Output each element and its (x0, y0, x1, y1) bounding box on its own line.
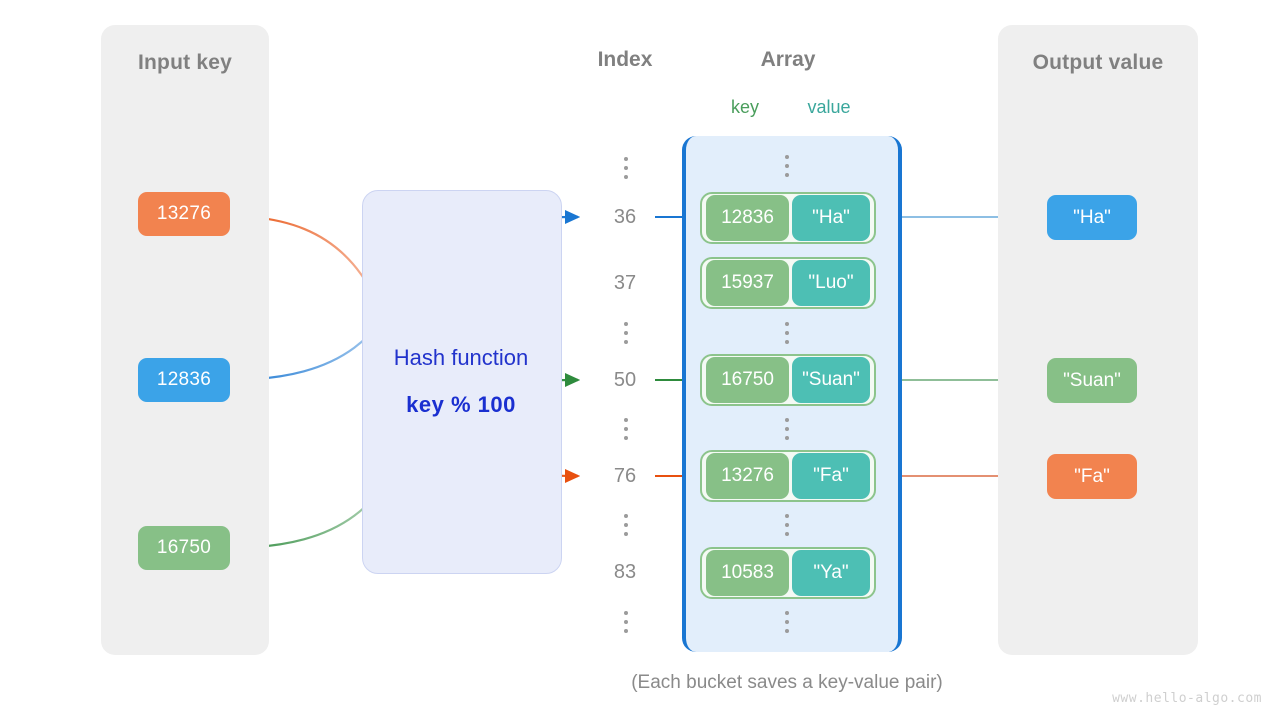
bucket-value-luo: "Luo" (792, 260, 870, 306)
input-key-chip-13276[interactable]: 13276 (138, 192, 230, 236)
input-key-chip-16750[interactable]: 16750 (138, 526, 230, 570)
bucket-key-15937: 15937 (706, 260, 789, 306)
array-value-header: value (807, 97, 851, 117)
index-column-title: Index (597, 48, 653, 71)
hash-function-label: Hash function (393, 345, 529, 370)
hash-function-box (362, 190, 562, 574)
bucket-index-76[interactable]: 13276 "Fa" (700, 450, 876, 502)
index-ellipsis-2 (614, 322, 638, 344)
index-ellipsis-3 (614, 418, 638, 440)
bucket-index-37[interactable]: 15937 "Luo" (700, 257, 876, 309)
index-ellipsis-4 (614, 514, 638, 536)
diagram-caption: (Each bucket saves a key-value pair) (631, 672, 943, 693)
input-key-chip-12836[interactable]: 12836 (138, 358, 230, 402)
array-ellipsis-bottom (775, 611, 799, 633)
output-chip-fa[interactable]: "Fa" (1047, 454, 1137, 499)
array-ellipsis-3 (775, 418, 799, 440)
bucket-key-16750: 16750 (706, 357, 789, 403)
bucket-key-12836: 12836 (706, 195, 789, 241)
output-chip-suan[interactable]: "Suan" (1047, 358, 1137, 403)
bucket-value-ya: "Ya" (792, 550, 870, 596)
array-ellipsis-top (775, 155, 799, 177)
bucket-index-50[interactable]: 16750 "Suan" (700, 354, 876, 406)
array-column-title: Array (760, 48, 816, 71)
bucket-index-36[interactable]: 12836 "Ha" (700, 192, 876, 244)
array-ellipsis-2 (775, 322, 799, 344)
bucket-value-fa: "Fa" (792, 453, 870, 499)
input-panel-title: Input key (138, 51, 232, 74)
output-value-panel: Output value (998, 25, 1198, 655)
bucket-key-10583: 10583 (706, 550, 789, 596)
index-ellipsis-top (614, 157, 638, 179)
bucket-value-suan: "Suan" (792, 357, 870, 403)
index-label-36: 36 (613, 206, 637, 228)
output-panel-title: Output value (1032, 51, 1164, 74)
watermark: www.hello-algo.com (1112, 691, 1262, 706)
index-label-76: 76 (613, 465, 637, 487)
index-ellipsis-bottom (614, 611, 638, 633)
output-chip-ha[interactable]: "Ha" (1047, 195, 1137, 240)
array-ellipsis-4 (775, 514, 799, 536)
index-label-50: 50 (613, 369, 637, 391)
bucket-value-ha: "Ha" (792, 195, 870, 241)
index-label-83: 83 (613, 561, 637, 583)
bucket-index-83[interactable]: 10583 "Ya" (700, 547, 876, 599)
array-key-header: key (730, 97, 759, 117)
hash-function-expression: key % 100 (406, 392, 516, 417)
bucket-key-13276: 13276 (706, 453, 789, 499)
index-label-37: 37 (613, 272, 637, 294)
